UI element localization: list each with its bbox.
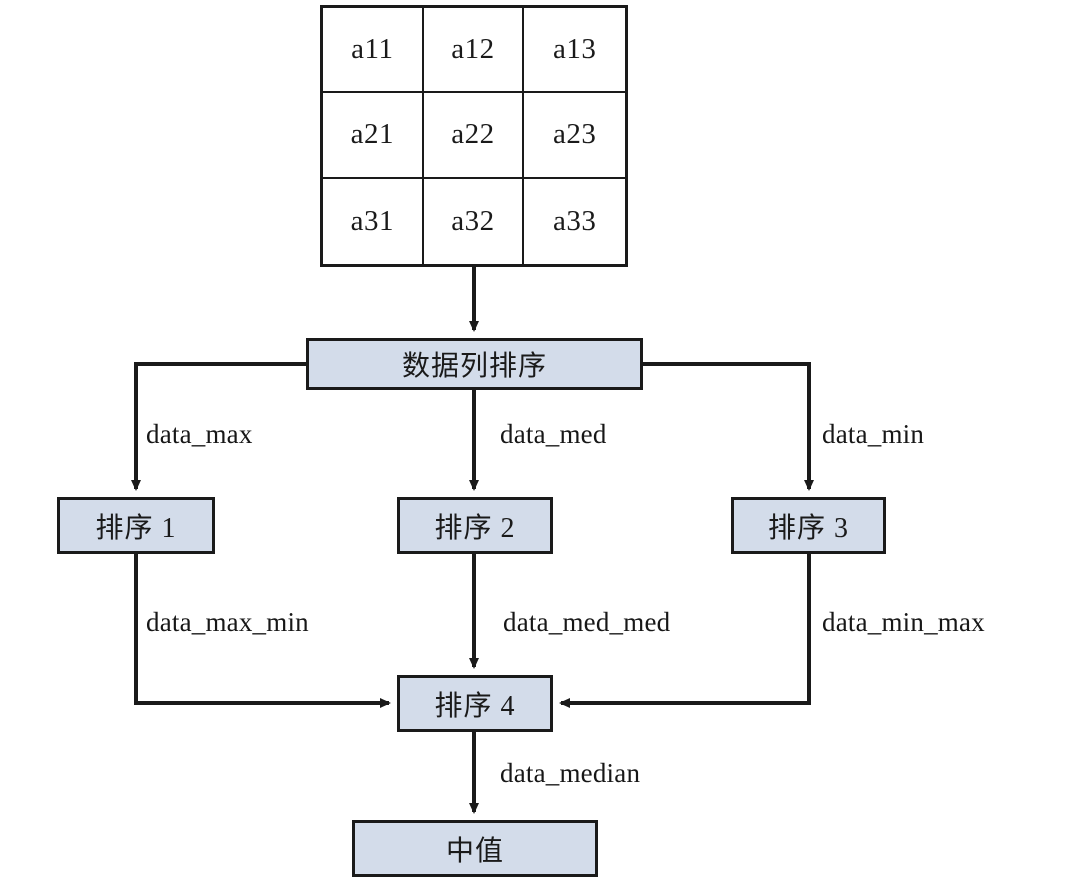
node-sort-3-label: 排序 3 <box>767 512 849 544</box>
matrix-cell-a12: a12 <box>423 8 525 94</box>
node-sort-1-label: 排序 1 <box>95 512 177 544</box>
input-window-matrix: a11 a12 a13 a21 a22 a23 a31 a32 a33 <box>320 5 628 267</box>
node-sort-columns: 数据列排序 <box>306 338 643 390</box>
edge-label-data-max: data_max <box>146 419 253 449</box>
matrix-cell-a13: a13 <box>524 8 625 94</box>
matrix-cell-a22: a22 <box>423 93 525 179</box>
edge-sort-columns-to-sort-1 <box>131 362 306 491</box>
node-sort-columns-label: 数据列排序 <box>401 351 547 382</box>
edge-label-data-med-med: data_med_med <box>503 607 671 637</box>
edge-sort-3-to-sort-4 <box>559 554 811 708</box>
matrix-cell-a21: a21 <box>323 93 424 179</box>
node-sort-4: 排序 4 <box>397 675 553 732</box>
edge-sort-1-to-sort-4 <box>134 554 391 708</box>
edge-label-data-median: data_median <box>500 758 641 788</box>
edge-label-data-max-min: data_max_min <box>146 607 309 637</box>
matrix-cell-a23: a23 <box>524 93 625 179</box>
node-median: 中值 <box>352 820 598 877</box>
edge-sort-columns-to-sort-3 <box>643 362 814 491</box>
node-median-label: 中值 <box>445 835 504 867</box>
node-sort-4-label: 排序 4 <box>434 690 516 722</box>
node-sort-3: 排序 3 <box>731 497 886 554</box>
edge-label-data-min-max: data_min_max <box>822 607 985 637</box>
matrix-cell-a31: a31 <box>323 178 424 264</box>
edge-label-data-min: data_min <box>822 419 925 449</box>
node-sort-2: 排序 2 <box>397 497 553 554</box>
node-sort-1: 排序 1 <box>57 497 215 554</box>
matrix-cell-a33: a33 <box>552 204 597 237</box>
node-sort-2-label: 排序 2 <box>434 512 516 544</box>
matrix-cell-a11: a11 <box>323 8 424 94</box>
edge-label-data-med: data_med <box>500 419 607 449</box>
matrix-cell-a32: a32 <box>424 178 525 264</box>
